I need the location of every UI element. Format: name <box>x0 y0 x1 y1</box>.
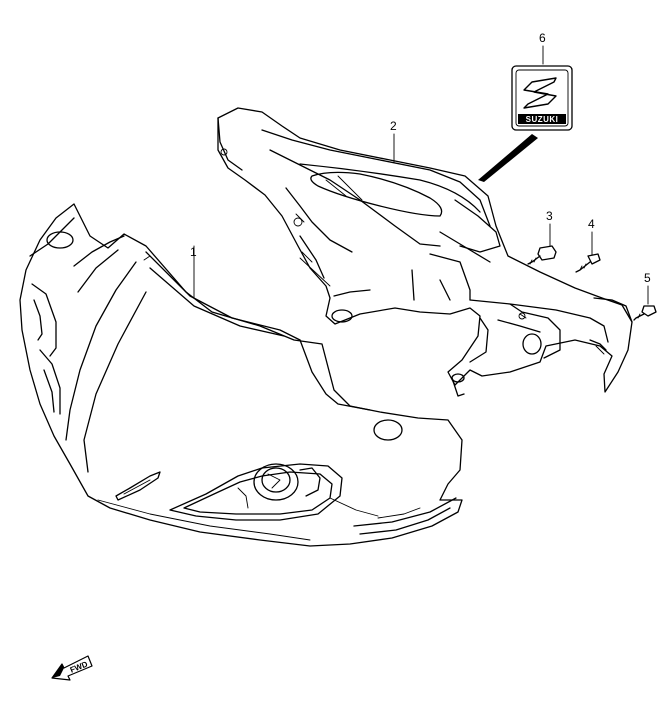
callout-leaders <box>193 45 649 305</box>
forward-direction-arrow: FWD <box>51 655 93 681</box>
callout-2: 2 <box>390 119 397 133</box>
part-4-screw <box>575 253 601 273</box>
callout-numbers: 1 2 3 4 5 6 <box>190 31 651 285</box>
part-1-front-cover <box>19 203 463 547</box>
callout-1: 1 <box>190 245 197 259</box>
callout-6: 6 <box>539 31 546 45</box>
callout-3: 3 <box>546 209 553 223</box>
part-6-emblem: SUZUKI <box>478 65 573 182</box>
part-5-screw <box>633 305 657 321</box>
forward-label: FWD <box>69 659 89 674</box>
part-2-rear-cover <box>217 107 633 397</box>
part-3-screw <box>527 245 557 265</box>
suzuki-logo-icon <box>523 77 557 109</box>
callout-5: 5 <box>644 271 651 285</box>
emblem-brand-text: SUZUKI <box>526 115 559 124</box>
callout-4: 4 <box>588 217 595 231</box>
